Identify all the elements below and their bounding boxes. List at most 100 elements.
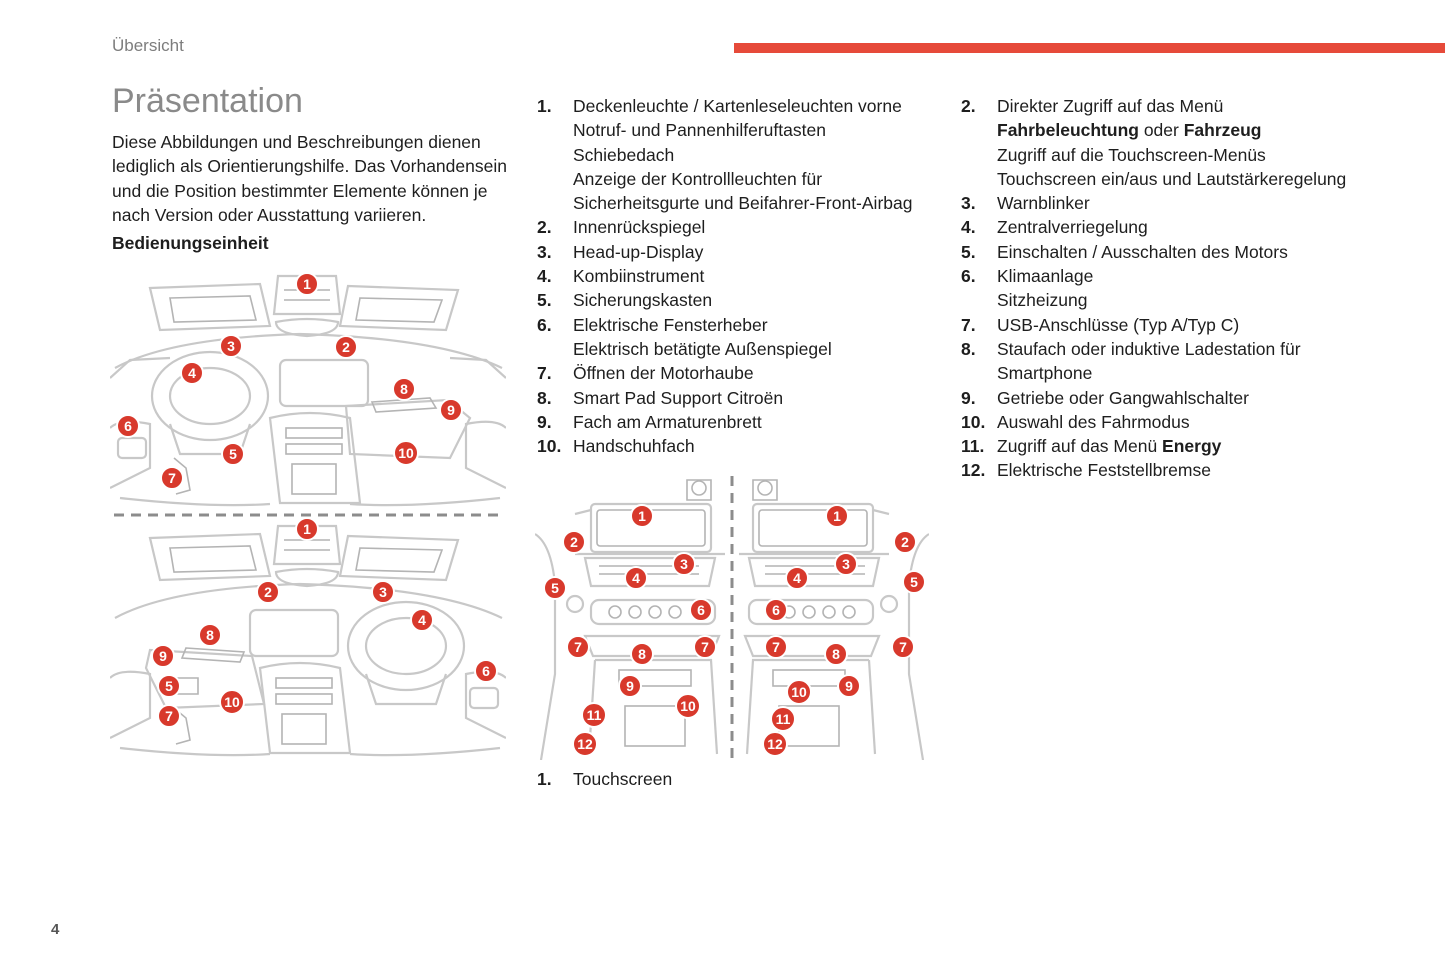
list-item: 9.Fach am Armaturenbrett <box>537 411 762 432</box>
console-callout-11: 11 <box>770 706 796 732</box>
svg-text:4: 4 <box>188 365 196 381</box>
console-callout-4: 4 <box>785 566 809 590</box>
subheading: Bedienungseinheit <box>112 233 269 253</box>
console-callout-1: 1 <box>630 504 654 528</box>
legend-list-dashboard: 1. Deckenleuchte / Kartenleseleuchten vo… <box>537 94 927 458</box>
callout-9: 9 <box>151 644 175 668</box>
console-callout-11: 11 <box>581 702 607 728</box>
svg-text:5: 5 <box>551 580 559 596</box>
console-callout-8: 8 <box>824 642 848 666</box>
callout-3: 3 <box>219 334 243 358</box>
svg-text:11: 11 <box>776 711 791 727</box>
callout-6: 6 <box>116 414 140 438</box>
svg-text:12: 12 <box>577 736 593 752</box>
callout-7: 7 <box>160 466 184 490</box>
console-callout-2: 2 <box>562 530 586 554</box>
lhd-dashboard-drawing <box>110 274 506 507</box>
svg-text:8: 8 <box>206 627 214 643</box>
svg-text:7: 7 <box>701 639 709 655</box>
console-callout-3: 3 <box>834 552 858 576</box>
list-item: 9.Getriebe oder Gangwahlschalter <box>961 387 1249 408</box>
callout-1: 1 <box>295 517 319 541</box>
svg-text:10: 10 <box>224 694 240 710</box>
console-callout-9: 9 <box>837 674 861 698</box>
list-item: 3.Head-up-Display <box>537 241 704 262</box>
svg-text:5: 5 <box>165 678 173 694</box>
console-callout-1: 1 <box>825 504 849 528</box>
list-item: 6. Elektrische Fensterheber Elektrisch b… <box>537 314 832 359</box>
page-number: 4 <box>51 921 60 938</box>
callout-5: 5 <box>221 442 245 466</box>
list-item: 12.Elektrische Feststellbremse <box>961 460 1211 481</box>
console-callout-6: 6 <box>764 598 788 622</box>
rhd-dashboard-drawing <box>110 524 506 757</box>
console-callout-5: 5 <box>543 576 567 600</box>
header-accent-bar <box>734 43 1445 53</box>
svg-text:4: 4 <box>632 570 640 586</box>
svg-text:1: 1 <box>833 508 841 524</box>
list-item: 1.Touchscreen <box>537 769 673 789</box>
svg-text:6: 6 <box>772 602 780 618</box>
list-item: 11. Zugriff auf das Menü Energy <box>961 436 1222 457</box>
svg-text:3: 3 <box>680 556 688 572</box>
callout-6: 6 <box>474 659 498 683</box>
svg-text:4: 4 <box>793 570 801 586</box>
list-item: 10.Handschuhfach <box>537 436 695 457</box>
callout-2: 2 <box>256 580 280 604</box>
svg-text:9: 9 <box>845 678 853 694</box>
list-item: 1. Deckenleuchte / Kartenleseleuchten vo… <box>537 96 913 214</box>
callout-10: 10 <box>219 689 245 715</box>
console-callout-10: 10 <box>786 679 812 705</box>
console-callout-4: 4 <box>624 566 648 590</box>
callout-1: 1 <box>295 272 319 296</box>
list-item: 10.Auswahl des Fahrmodus <box>961 411 1190 432</box>
list-item: 5.Sicherungskasten <box>537 290 713 311</box>
list-item: 5.Einschalten / Ausschalten des Motors <box>961 241 1288 262</box>
svg-text:12: 12 <box>767 736 783 752</box>
legend-list-console: 2. Direkter Zugriff auf das Menü Fahrbel… <box>961 94 1401 483</box>
svg-text:9: 9 <box>626 678 634 694</box>
list-item: 4.Kombiinstrument <box>537 266 705 287</box>
console-callout-8: 8 <box>630 642 654 666</box>
svg-text:9: 9 <box>447 402 455 418</box>
svg-text:7: 7 <box>168 470 176 486</box>
svg-text:9: 9 <box>159 648 167 664</box>
list-item: 3.Warnblinker <box>961 193 1090 214</box>
list-item: 7.USB-Anschlüsse (Typ A/Typ C) <box>961 314 1240 335</box>
svg-text:8: 8 <box>638 646 646 662</box>
list-item: 8. Staufach oder induktive Ladestation f… <box>961 338 1301 384</box>
list-item: 7.Öffnen der Motorhaube <box>537 363 754 384</box>
console-callout-12: 12 <box>572 731 598 757</box>
console-callout-7: 7 <box>891 635 915 659</box>
console-callout-7: 7 <box>693 635 717 659</box>
svg-text:2: 2 <box>901 534 909 550</box>
svg-text:6: 6 <box>482 663 490 679</box>
section-label: Übersicht <box>112 36 184 55</box>
console-callout-12: 12 <box>762 731 788 757</box>
svg-text:8: 8 <box>400 381 408 397</box>
svg-text:1: 1 <box>638 508 646 524</box>
console-callout-7: 7 <box>764 635 788 659</box>
console-callout-9: 9 <box>618 674 642 698</box>
svg-text:7: 7 <box>899 639 907 655</box>
svg-text:7: 7 <box>772 639 780 655</box>
svg-text:8: 8 <box>832 646 840 662</box>
console-callout-7: 7 <box>566 635 590 659</box>
callout-8: 8 <box>392 377 416 401</box>
console-callout-5: 5 <box>902 570 926 594</box>
svg-text:7: 7 <box>574 639 582 655</box>
list-item: 2.Innenrückspiegel <box>537 217 706 238</box>
svg-text:1: 1 <box>303 276 311 292</box>
legend-list-touchscreen: 1.Touchscreen <box>537 767 927 791</box>
svg-text:3: 3 <box>379 584 387 600</box>
svg-text:5: 5 <box>910 574 918 590</box>
svg-text:3: 3 <box>842 556 850 572</box>
list-item: 6. Klimaanlage Sitzheizung <box>961 266 1094 311</box>
svg-text:2: 2 <box>342 339 350 355</box>
console-callout-6: 6 <box>689 598 713 622</box>
callout-4: 4 <box>180 361 204 385</box>
intro-paragraph: Diese Abbildungen und Beschreibungen die… <box>112 132 507 225</box>
callout-4: 4 <box>410 608 434 632</box>
svg-text:5: 5 <box>229 446 237 462</box>
callout-8: 8 <box>198 623 222 647</box>
